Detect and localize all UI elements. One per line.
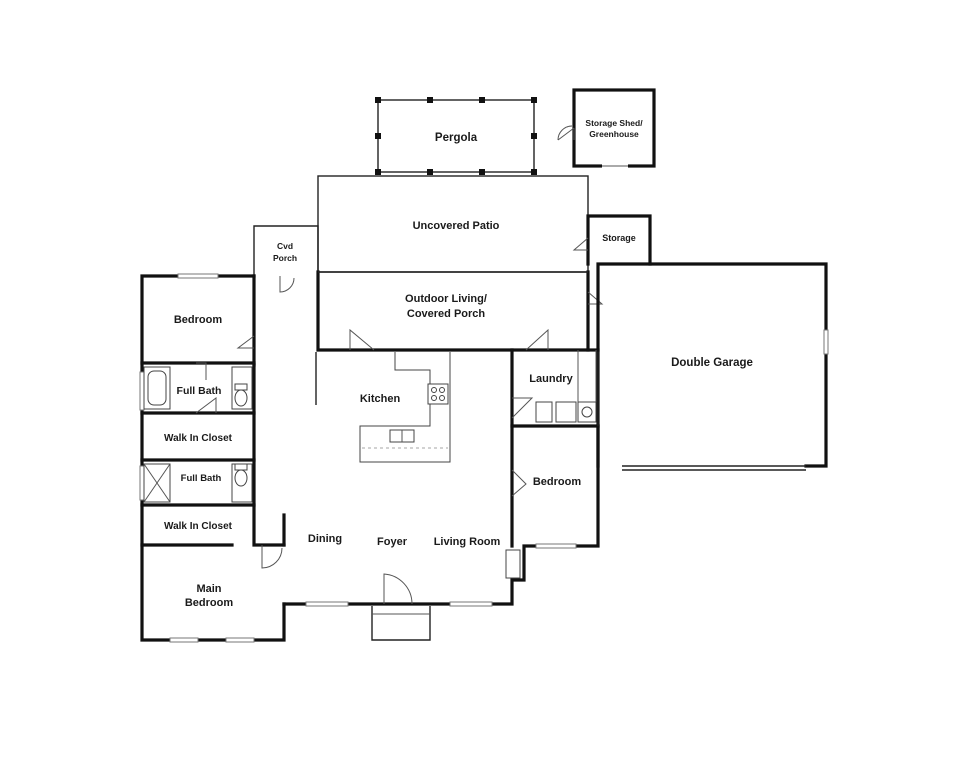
label-cvd-porch: Cvd	[277, 241, 293, 251]
label-laundry: Laundry	[529, 373, 573, 385]
label-walk-in-closet-top: Walk In Closet	[164, 433, 233, 444]
label-main-bedroom: Main	[196, 583, 221, 595]
label-cvd-porch-2: Porch	[273, 253, 297, 263]
label-foyer: Foyer	[377, 536, 408, 548]
doors	[195, 276, 549, 605]
label-main-bedroom-2: Bedroom	[185, 597, 234, 609]
house-walls	[140, 274, 600, 642]
laundry-fixtures	[535, 350, 597, 423]
label-uncovered-patio: Uncovered Patio	[413, 220, 500, 232]
windows	[139, 273, 577, 643]
label-walk-in-closet-bottom: Walk In Closet	[164, 521, 233, 532]
label-full-bath-top: Full Bath	[177, 385, 222, 397]
label-pergola: Pergola	[435, 132, 478, 144]
room-labels: Pergola Storage Shed/ Greenhouse Uncover…	[164, 118, 753, 609]
covered-porch-small	[253, 225, 319, 276]
label-dining: Dining	[308, 533, 342, 545]
storage-room	[572, 214, 652, 266]
storage-shed	[557, 88, 656, 168]
label-outdoor-living-2: Covered Porch	[407, 308, 486, 320]
label-storage-shed: Storage Shed/	[585, 118, 643, 128]
label-storage: Storage	[602, 233, 636, 243]
pergola	[375, 97, 537, 175]
label-bedroom-top: Bedroom	[174, 314, 223, 326]
front-stoop	[371, 606, 431, 641]
label-outdoor-living: Outdoor Living/	[405, 293, 487, 305]
double-garage	[596, 262, 829, 471]
outdoor-living	[316, 270, 604, 352]
label-kitchen: Kitchen	[360, 393, 401, 405]
bath-fixtures	[143, 366, 253, 503]
label-storage-shed-2: Greenhouse	[589, 129, 639, 139]
label-double-garage: Double Garage	[671, 357, 753, 369]
label-bedroom-right: Bedroom	[533, 476, 582, 488]
label-full-bath-bottom: Full Bath	[181, 473, 222, 484]
fireplace	[505, 549, 521, 579]
label-living-room: Living Room	[434, 536, 501, 548]
kitchen-counters	[359, 352, 451, 463]
